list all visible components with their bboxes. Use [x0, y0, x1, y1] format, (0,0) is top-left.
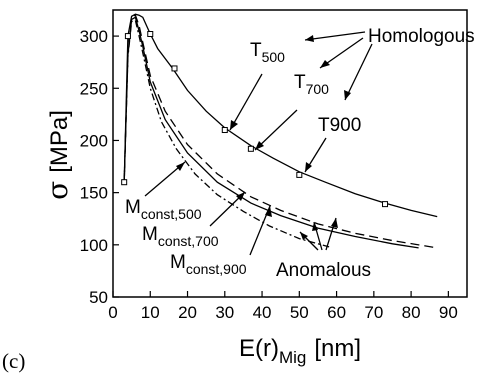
x-tick-label: 40: [253, 303, 272, 322]
arrow-heads: [176, 35, 351, 240]
plot-frame: [112, 9, 468, 298]
annotation-homologous: Homologous: [368, 26, 475, 47]
y-axis-ticks: 50 100 150 200 250 300: [80, 27, 119, 307]
annotation-t700-main: T: [294, 72, 306, 93]
y-tick-label: 50: [89, 288, 108, 307]
data-marker: [296, 171, 303, 178]
annotation-mconst700-sub: const,700: [158, 233, 219, 249]
annotation-mconst900-sub: const,900: [186, 261, 247, 277]
x-tick-label: 50: [290, 303, 309, 322]
y-tick-label: 100: [80, 236, 108, 255]
data-marker: [171, 65, 178, 72]
x-tick-label: 30: [215, 303, 234, 322]
annotation-t700-sub: 700: [306, 81, 330, 97]
arrow-t700: [254, 109, 298, 151]
data-marker: [124, 33, 131, 40]
x-tick-label: 60: [327, 303, 346, 322]
annotation-mconst500-main: M: [125, 197, 141, 218]
y-tick-label: 300: [80, 27, 108, 46]
data-marker: [247, 145, 254, 152]
annotation-mconst500: Mconst,500: [125, 197, 202, 222]
annotation-t500-main: T: [250, 40, 262, 61]
x-tick-label: 80: [402, 303, 421, 322]
annotation-mconst700-main: M: [142, 224, 158, 245]
annotation-mconst900: Mconst,900: [170, 252, 247, 277]
data-marker: [382, 201, 389, 208]
series-line-t500: [123, 13, 438, 218]
y-axis-unit: [MPa]: [46, 110, 73, 173]
x-axis-unit: [nm]: [314, 335, 361, 362]
y-axis-title: σ [MPa]: [41, 110, 74, 200]
annotation-mconst700: Mconst,700: [142, 224, 219, 249]
data-marker: [121, 179, 128, 186]
annotation-anomalous: Anomalous: [276, 260, 371, 281]
y-tick-label: 250: [80, 79, 108, 98]
arrow-homologous-t900: [344, 43, 373, 101]
data-markers: [121, 31, 389, 208]
data-marker: [221, 127, 228, 134]
x-tick-label: 70: [364, 303, 383, 322]
x-tick-label: 0: [108, 303, 117, 322]
x-axis-sub: Mig: [279, 348, 306, 367]
x-tick-label: 90: [439, 303, 458, 322]
y-tick-label: 150: [80, 184, 108, 203]
series-line-mconst-700: [123, 16, 419, 249]
arrow-homologous-t500: [304, 31, 366, 41]
x-axis-main: E(r): [239, 335, 279, 362]
arrow-t500: [229, 73, 263, 131]
x-tick-label: 20: [178, 303, 197, 322]
series-line-mconst-900: [123, 14, 438, 249]
x-axis-ticks: 0 10 20 30 40 50 60 70 80 90: [108, 291, 458, 322]
annotation-mconst900-main: M: [170, 252, 186, 273]
y-axis-symbol: σ: [41, 181, 74, 200]
data-marker: [147, 31, 154, 38]
panel-label: (c): [2, 349, 25, 373]
annotation-t700: T700: [294, 72, 329, 97]
x-axis-title: E(r)Mig [nm]: [239, 335, 361, 367]
annotation-t500-sub: 500: [262, 49, 286, 65]
series-lines: [123, 13, 438, 249]
x-tick-label: 10: [141, 303, 160, 322]
annotation-mconst500-sub: const,500: [141, 206, 202, 222]
y-tick-label: 200: [80, 131, 108, 150]
annotation-t900: T900: [318, 115, 361, 136]
annotation-t500: T500: [250, 40, 285, 65]
